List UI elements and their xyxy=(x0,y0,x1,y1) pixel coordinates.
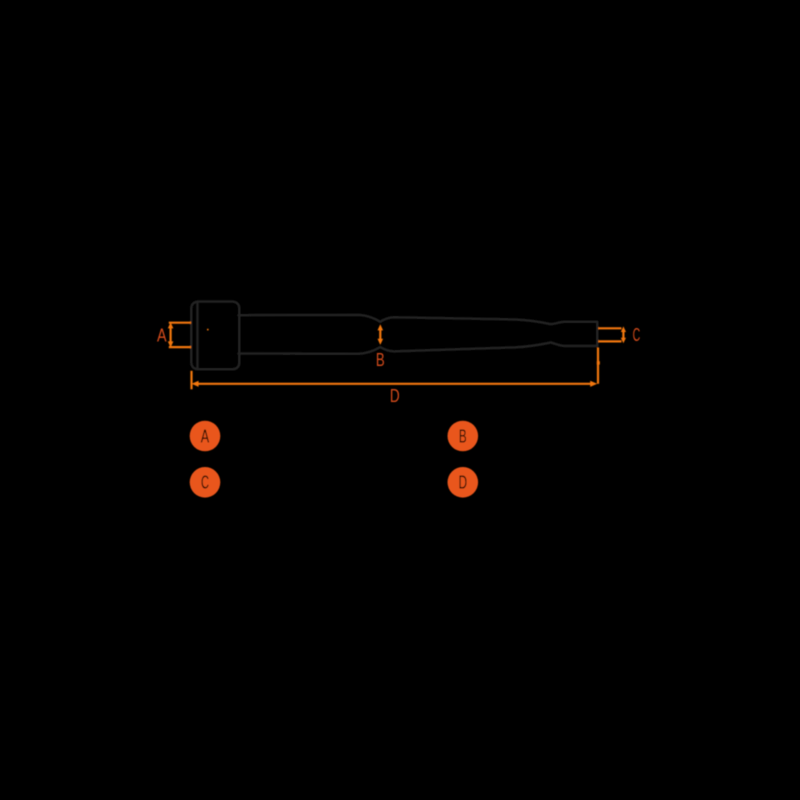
svg-text:A: A xyxy=(157,326,167,346)
svg-text:D: D xyxy=(459,473,468,493)
svg-text:C: C xyxy=(201,473,209,493)
svg-text:B: B xyxy=(376,350,385,370)
svg-text:D: D xyxy=(390,386,400,406)
svg-text:B: B xyxy=(459,426,467,446)
svg-text:C: C xyxy=(633,325,641,345)
svg-text:A: A xyxy=(201,426,209,446)
